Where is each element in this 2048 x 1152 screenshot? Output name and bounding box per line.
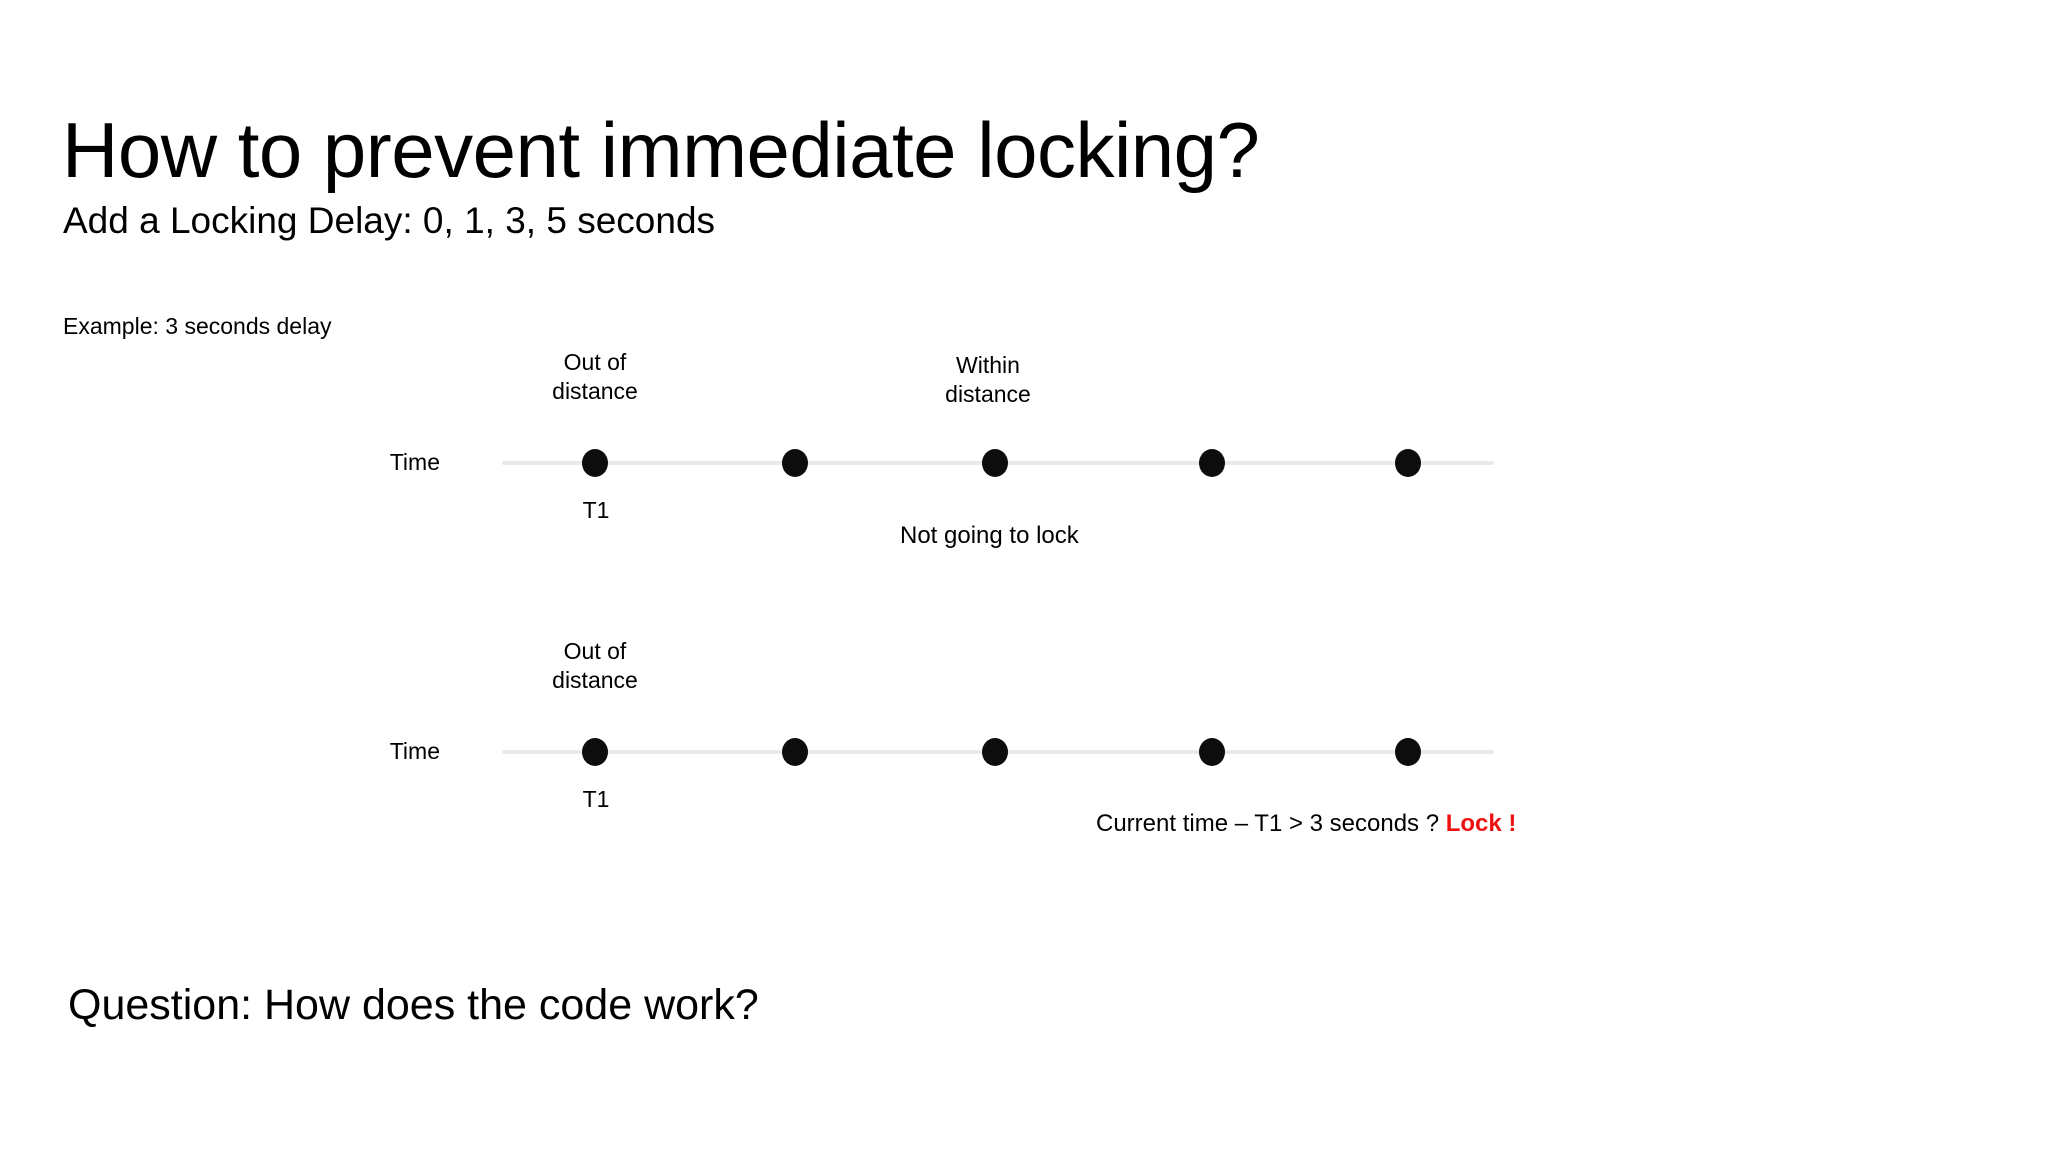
timeline-bottom-dot-4[interactable] — [1199, 738, 1225, 766]
closing-question: Question: How does the code work? — [68, 981, 759, 1029]
timeline-bottom-note: Current time – T1 > 3 seconds ? Lock ! — [1096, 810, 1516, 839]
slide-subtitle: Add a Locking Delay: 0, 1, 3, 5 seconds — [63, 200, 716, 241]
timeline-bottom-note-emphasis: Lock ! — [1445, 810, 1517, 837]
timeline-top-caption-out-of-distance: Out of distance — [552, 349, 638, 405]
timeline-bottom-caption-t1: T1 — [582, 786, 610, 812]
page-title: How to prevent immediate locking? — [62, 106, 1260, 195]
timeline-top-dot-3[interactable] — [982, 449, 1008, 477]
timeline-bottom-axis-label: Time — [389, 738, 440, 764]
timeline-bottom-dot-1[interactable] — [582, 738, 608, 766]
timeline-bottom-note-text: Current time – T1 > 3 seconds ? — [1096, 810, 1446, 837]
timeline-top-dot-5[interactable] — [1395, 449, 1421, 477]
timeline-top-note: Not going to lock — [900, 522, 1079, 551]
example-note: Example: 3 seconds delay — [63, 313, 332, 339]
timeline-top-axis-label: Time — [389, 449, 440, 475]
timeline-top-dot-4[interactable] — [1199, 449, 1225, 477]
timeline-bottom-dot-5[interactable] — [1395, 738, 1421, 766]
timeline-top-caption-within-distance: Within distance — [945, 352, 1031, 408]
timeline-top-dot-1[interactable] — [582, 449, 608, 477]
timeline-bottom-dot-2[interactable] — [782, 738, 808, 766]
timeline-top-caption-t1: T1 — [582, 497, 610, 523]
timeline-bottom-caption-out-of-distance: Out of distance — [552, 638, 638, 694]
timeline-top-note-text: Not going to lock — [900, 522, 1079, 549]
timeline-top-dot-2[interactable] — [782, 449, 808, 477]
timeline-bottom-dot-3[interactable] — [982, 738, 1008, 766]
